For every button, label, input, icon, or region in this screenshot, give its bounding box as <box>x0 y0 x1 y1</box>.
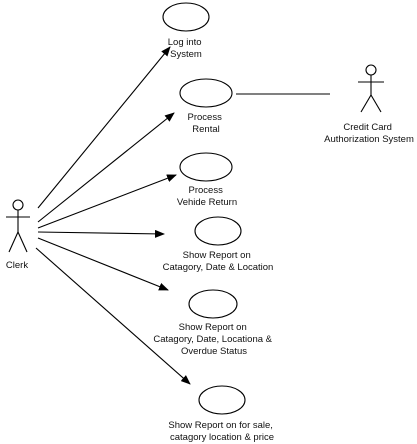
association-report-for-sale <box>35 247 191 385</box>
association-report-category-date-location <box>37 229 165 238</box>
actor-clerk <box>6 199 30 253</box>
association-process-rental <box>37 112 175 223</box>
use-case-label-report-for-sale: Show Report on for sale, catagory locati… <box>168 420 275 443</box>
use-case-report-overdue <box>188 289 238 319</box>
association-process-vehicle-return <box>37 174 177 229</box>
use-case-report-for-sale <box>198 385 246 415</box>
actor-credit-card-authorization-system <box>358 64 384 113</box>
use-case-label-process-vehicle-return: Process Vehide Return <box>177 185 237 208</box>
association-log-into-system <box>37 46 171 209</box>
use-case-process-rental <box>179 78 233 108</box>
actor-clerk-head <box>12 199 24 211</box>
use-case-label-process-rental: Process Rental <box>188 112 225 135</box>
association-report-overdue <box>37 237 169 291</box>
use-case-label-report-category-date-location: Show Report on Catagory, Date & Location <box>163 250 274 273</box>
use-case-process-vehicle-return <box>179 152 233 182</box>
use-case-log-into-system <box>162 2 210 32</box>
actor-credit-card-head <box>365 64 377 76</box>
actor-clerk-label: Clerk <box>6 260 28 271</box>
use-case-label-report-overdue: Show Report on Catagory, Date, Locationa… <box>153 322 274 357</box>
actor-credit-card-label: Credit Card Authorization System <box>324 122 414 145</box>
use-case-report-category-date-location <box>194 216 242 246</box>
use-case-label-log-into-system: Log into System <box>168 37 204 60</box>
